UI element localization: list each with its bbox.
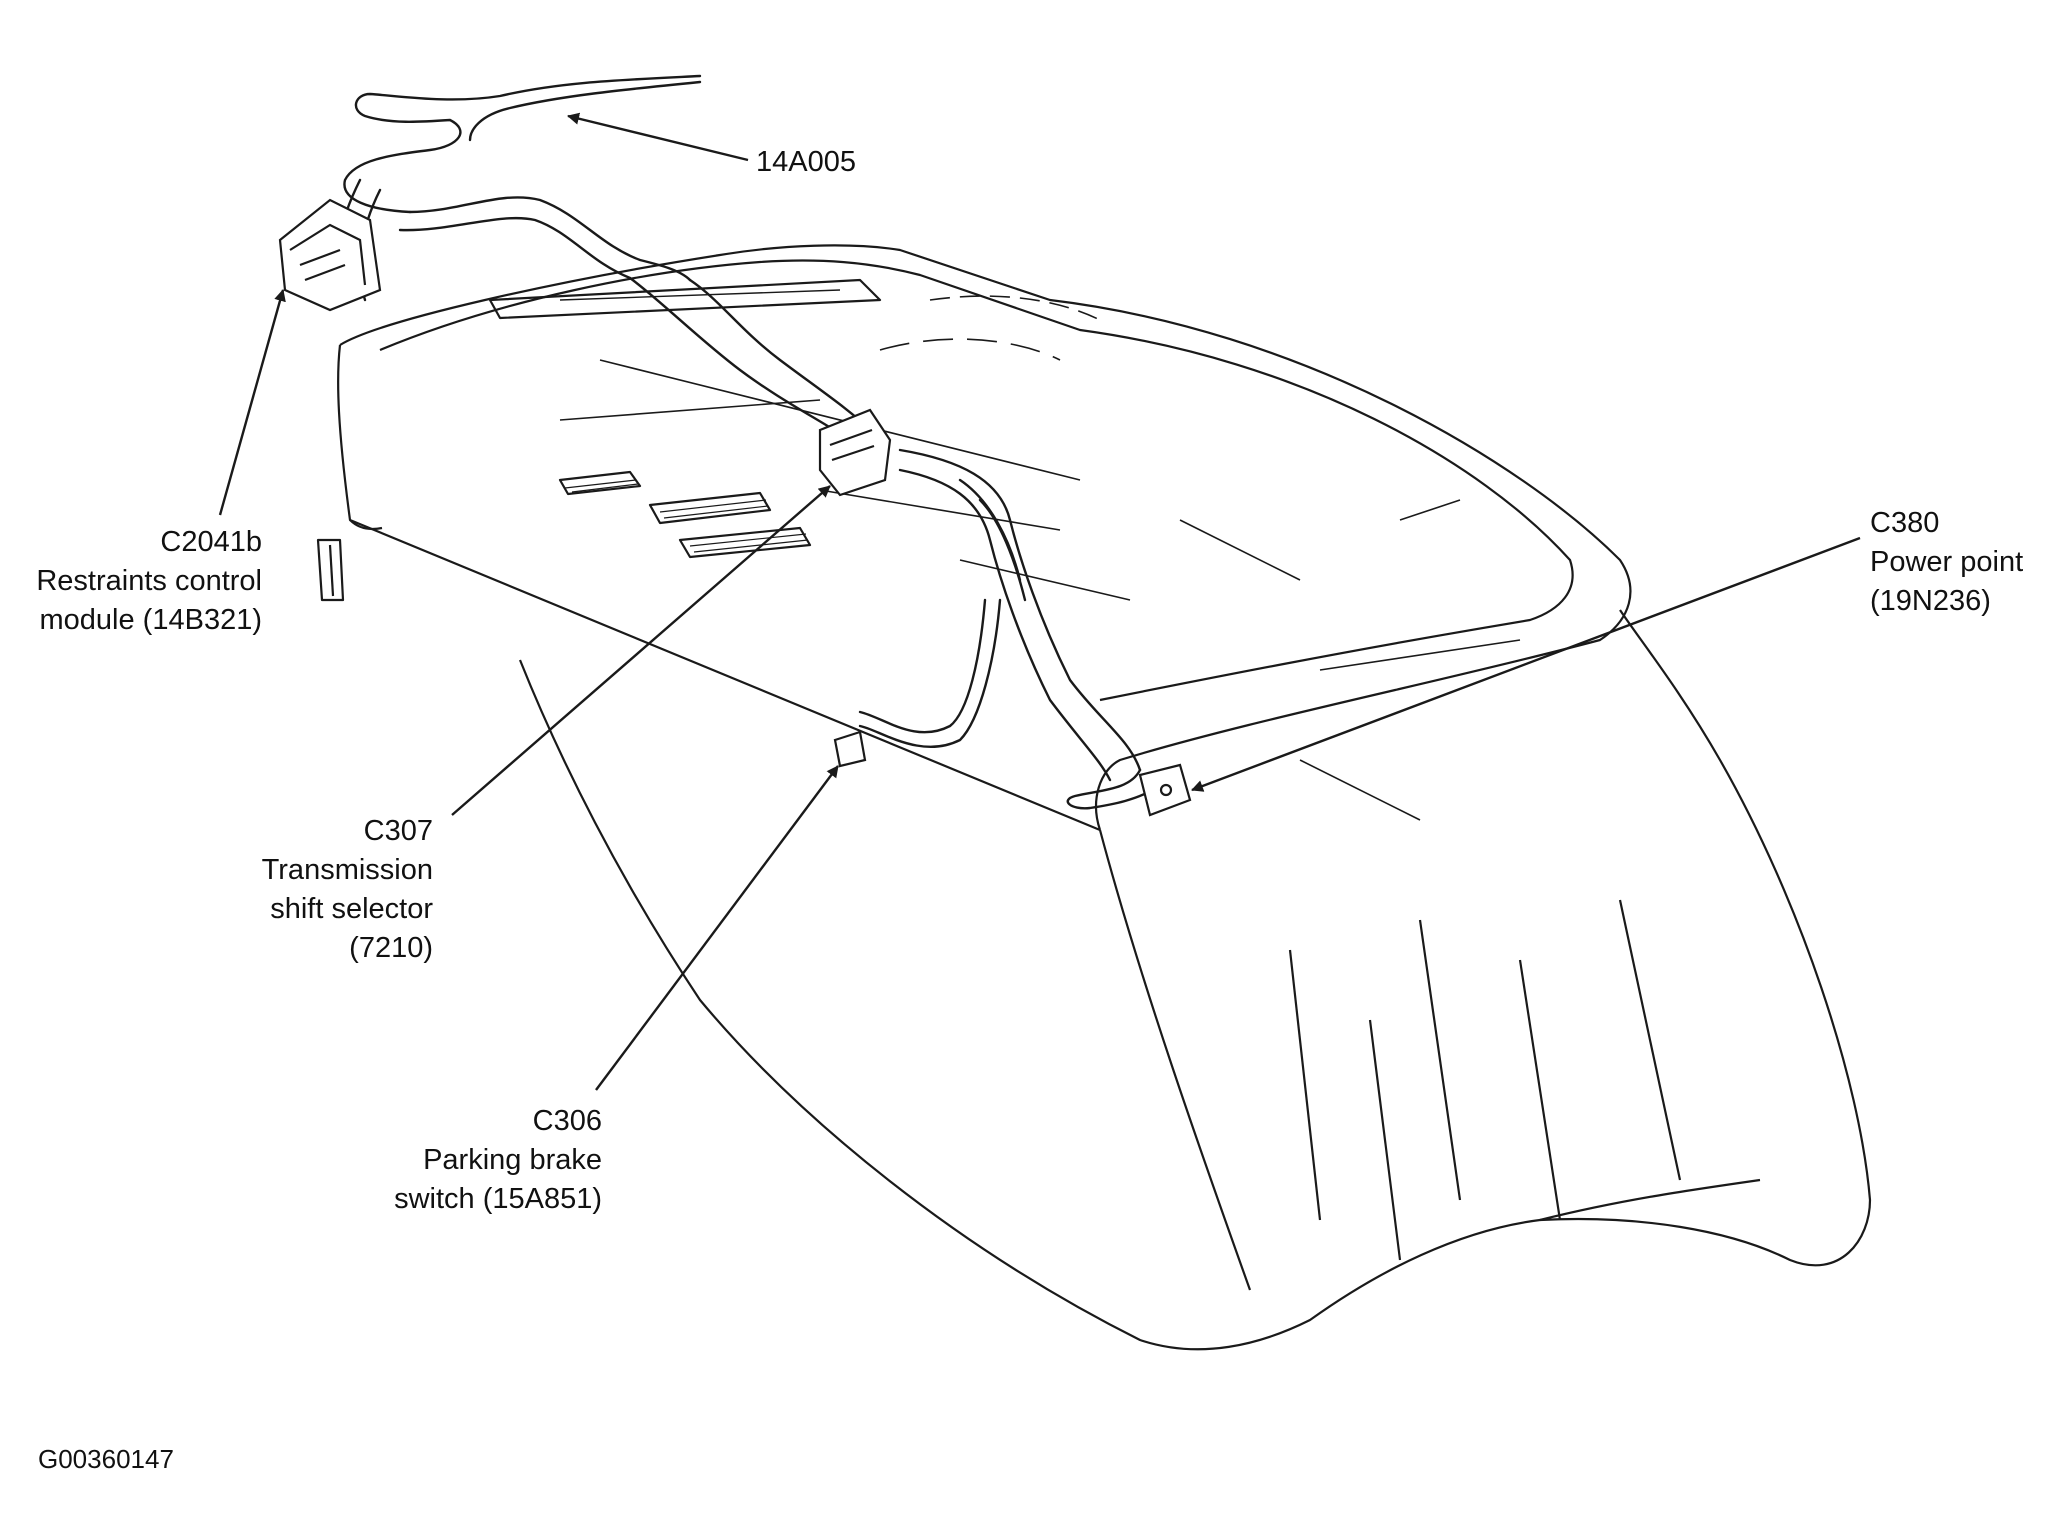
callout-14a005-number: 14A005: [756, 146, 856, 178]
wire-harness: [334, 74, 1162, 810]
callout-c307: C307 Transmission shift selector (7210): [200, 812, 433, 968]
connector-c380-shape: [1138, 763, 1192, 817]
callout-c2041b-line1: Restraints control: [36, 565, 262, 597]
callout-c307-line1: Transmission: [261, 854, 433, 886]
callout-c380-line2: (19N236): [1870, 585, 1991, 617]
leader-c307: [451, 485, 831, 816]
connector-c307-shape: [818, 408, 892, 497]
callout-c307-code: C307: [363, 815, 433, 847]
figure-id: G00360147: [38, 1444, 174, 1474]
callout-c380: C380 Power point (19N236): [1870, 504, 2023, 621]
connector-c306-shape: [833, 730, 867, 768]
callout-c380-code: C380: [1870, 507, 1940, 539]
leader-c380: [1191, 536, 1861, 792]
callout-14a005: 14A005: [756, 143, 856, 182]
callout-c307-line3: (7210): [349, 932, 433, 964]
callout-c306-line1: Parking brake: [423, 1144, 602, 1176]
callout-c307-line2: shift selector: [270, 893, 433, 925]
leader-14a005: [567, 112, 749, 162]
leader-c306: [595, 765, 839, 1091]
console-body: [316, 244, 1872, 1351]
callout-c306: C306 Parking brake switch (15A851): [340, 1102, 602, 1219]
callout-c380-line1: Power point: [1870, 546, 2024, 578]
callout-c2041b: C2041b Restraints control module (14B321…: [20, 523, 262, 640]
leader-c2041b: [218, 289, 286, 516]
callout-c306-code: C306: [532, 1105, 602, 1137]
callout-c2041b-code: C2041b: [160, 526, 262, 558]
callout-c306-line2: switch (15A851): [394, 1183, 602, 1215]
callout-c2041b-line2: module (14B321): [39, 604, 262, 636]
leader-lines: [218, 112, 1861, 1091]
connector-c2041b-shape: [278, 198, 382, 312]
